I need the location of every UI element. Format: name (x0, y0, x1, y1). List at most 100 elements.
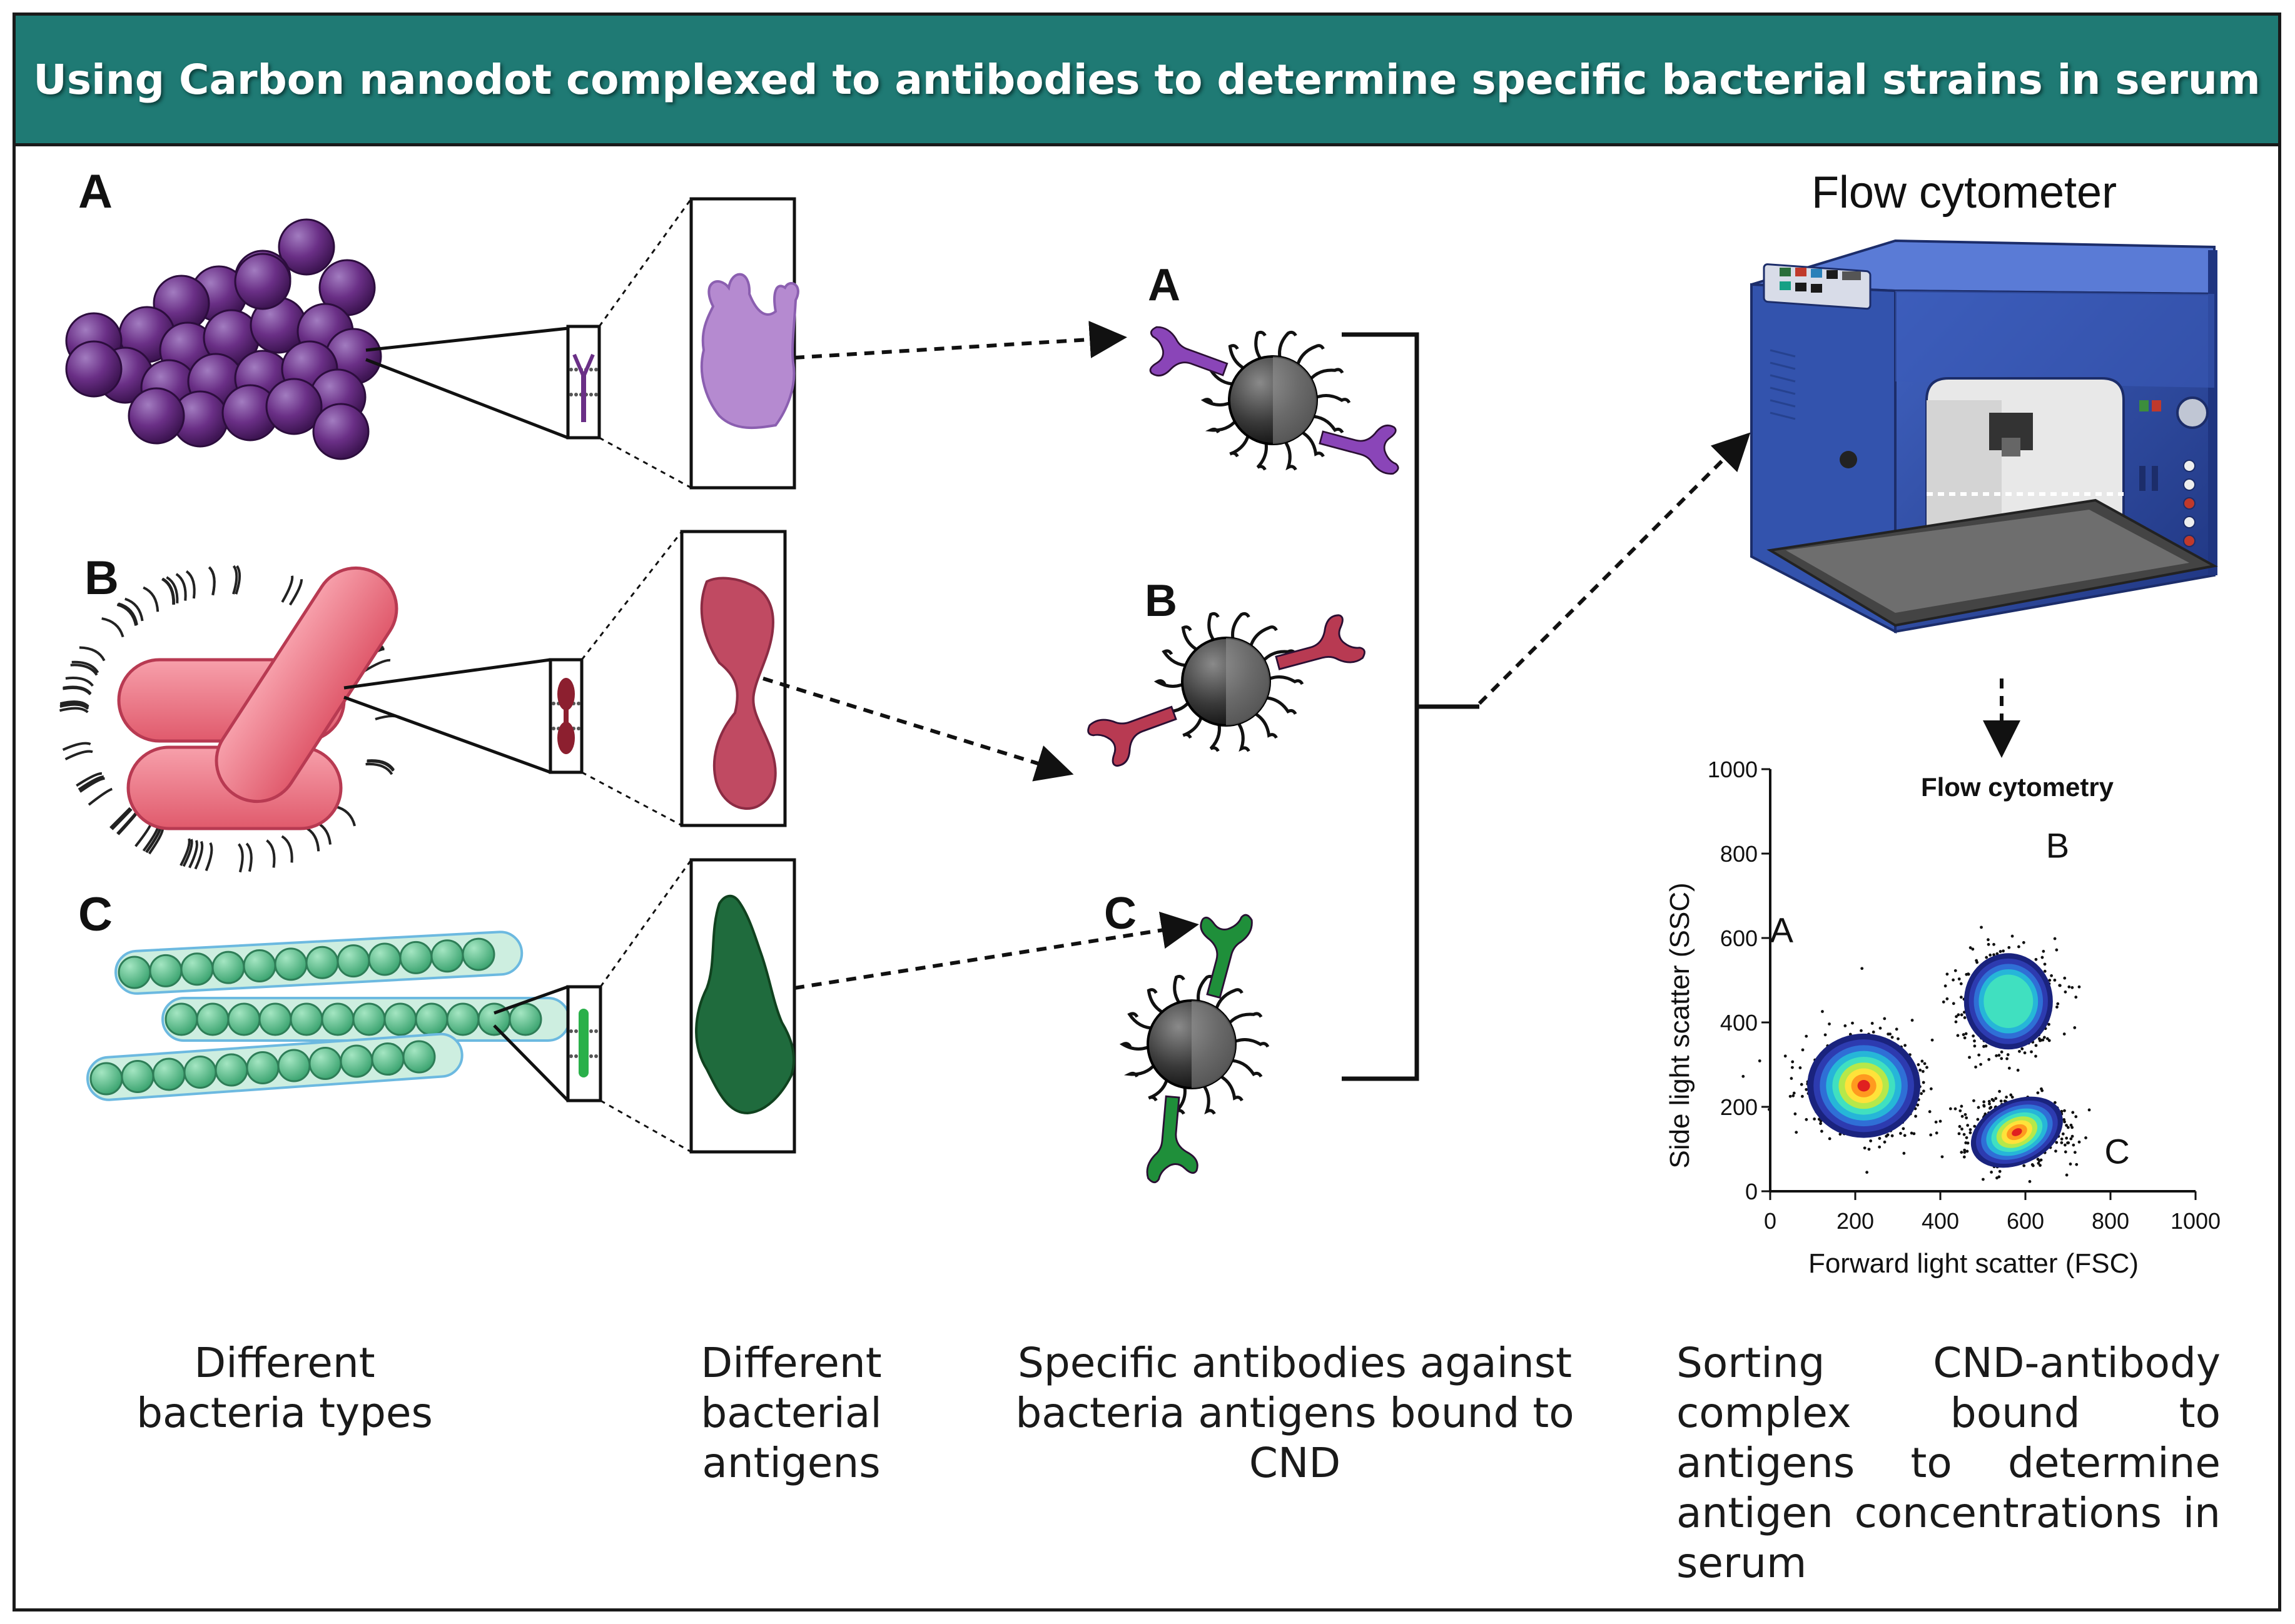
event-point (1988, 1106, 1992, 1110)
event-point (2010, 1096, 2014, 1099)
streptococcus-chain (114, 931, 524, 995)
event-point (2064, 990, 2067, 994)
surface-ligand (1205, 415, 1241, 433)
density-level (1857, 1079, 1870, 1092)
event-point (1928, 1110, 1932, 1114)
flagellum (71, 660, 99, 673)
event-point (2039, 1164, 2042, 1167)
event-point (1992, 1099, 1995, 1102)
flagellum (188, 840, 198, 869)
flagellum (64, 750, 93, 760)
event-point (1982, 1044, 1985, 1048)
event-point (2069, 1137, 2073, 1141)
flagellum (59, 707, 89, 714)
flagellum (363, 658, 391, 672)
event-point (2063, 1143, 2067, 1147)
event-point (2018, 1049, 2021, 1053)
nanodot-complex-a (1149, 326, 1399, 475)
event-point (1805, 1087, 1808, 1091)
event-point (1959, 982, 1963, 986)
event-point (2061, 1132, 2065, 1136)
event-point (1917, 1063, 1920, 1066)
flagellum (109, 807, 131, 829)
event-point (2056, 1002, 2060, 1006)
event-point (1964, 1032, 1968, 1036)
surface-ligand (1200, 398, 1237, 406)
event-point (2075, 1163, 2079, 1166)
surface-ligand (1119, 1042, 1155, 1051)
flagellum (79, 646, 106, 662)
x-tick-label: 0 (1764, 1208, 1776, 1234)
event-point (1952, 978, 1955, 982)
event-point (2045, 1037, 2049, 1041)
event-point (1795, 1131, 1798, 1134)
cocci-bacteria-cluster (65, 218, 382, 460)
event-point (1955, 1015, 1958, 1019)
coccus-cell (278, 218, 335, 276)
surface-ligand (1214, 1072, 1244, 1102)
event-point (2010, 934, 2014, 938)
event-point (1820, 1129, 1823, 1133)
event-point (1963, 1036, 1967, 1040)
event-point (1929, 1087, 1933, 1091)
event-point (1930, 1038, 1934, 1042)
cluster-labels: ABC (1770, 825, 2130, 1171)
flagellum (143, 586, 160, 612)
event-point (2003, 1099, 2007, 1103)
event-point (2070, 986, 2074, 989)
event-point (2053, 937, 2057, 941)
event-point (1860, 1029, 1863, 1032)
row-label-c: C (78, 888, 113, 941)
flagellum (124, 597, 144, 622)
event-point (1967, 972, 1970, 976)
event-point (1828, 1022, 1831, 1026)
flagellum (303, 825, 320, 852)
event-point (1801, 1048, 1805, 1052)
event-point (1860, 967, 1864, 971)
flagellum (62, 742, 91, 751)
event-point (2070, 1126, 2074, 1129)
event-point (2062, 1032, 2066, 1036)
event-point (1783, 1054, 1787, 1058)
event-point (1988, 953, 1992, 957)
antibody (1087, 705, 1177, 767)
antibody (1275, 614, 1365, 670)
event-point (1960, 1114, 1964, 1118)
event-point (1954, 1020, 1958, 1024)
coccus-cell (65, 340, 123, 398)
surface-ligand (1123, 1059, 1160, 1077)
event-point (2062, 1117, 2066, 1121)
event-point (2071, 1111, 2075, 1114)
event-point (2072, 1143, 2075, 1147)
event-point (2060, 1141, 2064, 1144)
event-point (1992, 942, 1995, 946)
event-point (2028, 1180, 2032, 1183)
title-banner: Using Carbon nanodot complexed to antibo… (13, 13, 2281, 146)
surface-ligand (1309, 394, 1351, 404)
event-point (1977, 1106, 1980, 1109)
event-point (2069, 1123, 2073, 1127)
event-point (2065, 1173, 2069, 1177)
event-point (1790, 1077, 1793, 1080)
event-point (1957, 977, 1961, 981)
cluster-label: B (2046, 825, 2069, 865)
surface-ligand (1254, 330, 1267, 365)
coccus-cell (234, 253, 291, 310)
y-tick-label: 600 (1720, 925, 1758, 951)
event-point (2043, 969, 2047, 973)
event-point (1945, 972, 1949, 976)
antigen-c (695, 894, 796, 1115)
event-point (2055, 948, 2059, 952)
complex-label-c: C (1104, 889, 1137, 939)
event-point (1885, 1134, 1888, 1138)
event-point (1960, 1013, 1963, 1017)
flagellum (88, 787, 113, 806)
event-point (1979, 1062, 1982, 1066)
event-point (1867, 1147, 1871, 1151)
flagellum (288, 579, 303, 606)
y-tick-label: 200 (1720, 1094, 1758, 1120)
event-point (2017, 945, 2020, 949)
flagellum (237, 843, 244, 873)
surface-ligand (1223, 1012, 1263, 1029)
